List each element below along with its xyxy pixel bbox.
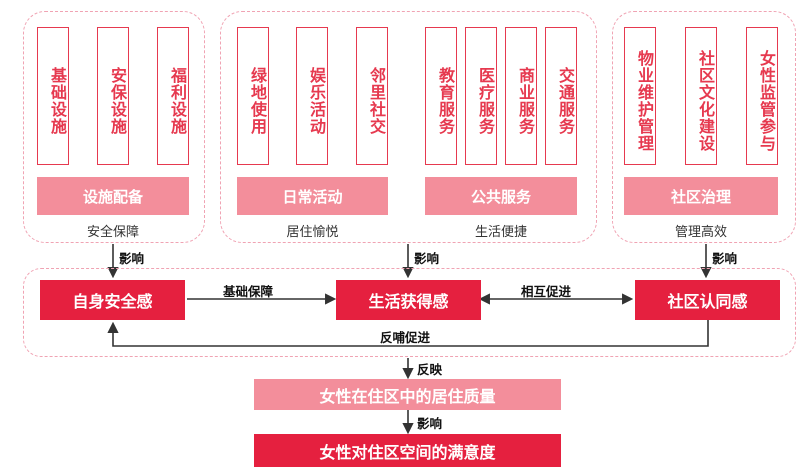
- category-facilities: 设施配备: [37, 177, 189, 215]
- caption-safety: 安全保障: [86, 225, 139, 240]
- category-public-services: 公共服务: [425, 177, 577, 215]
- label-mutual-promotion: 相互促进: [521, 284, 572, 299]
- item-security-facilities: 安保设施: [97, 27, 129, 165]
- group-life: [220, 11, 597, 243]
- bar-living-quality: 女性在住区中的居住质量: [254, 379, 561, 410]
- item-welfare-facilities: 福利设施: [157, 27, 189, 165]
- group-governance: [612, 11, 796, 243]
- item-commerce: 商业服务: [505, 27, 537, 165]
- caption-pleasure: 居住愉悦: [286, 225, 339, 240]
- influence-label-center: 影响: [414, 251, 440, 266]
- category-daily-activities: 日常活动: [237, 177, 388, 215]
- item-transport: 交通服务: [545, 27, 577, 165]
- box-community-identity: 社区认同感: [635, 280, 780, 320]
- caption-efficiency: 管理高效: [674, 225, 727, 240]
- label-feedback-promotion: 反哺促进: [380, 330, 431, 345]
- item-education: 教育服务: [425, 27, 457, 165]
- category-community-governance: 社区治理: [624, 177, 778, 215]
- influence-label-right: 影响: [712, 251, 738, 266]
- middle-band: [23, 268, 796, 357]
- influence-label-left: 影响: [119, 251, 145, 266]
- feedback-loop-arrow: [107, 320, 709, 347]
- caption-convenience: 生活便捷: [474, 225, 527, 240]
- item-neighbor-social: 邻里社交: [356, 27, 388, 165]
- label-reflect: 反映: [417, 362, 443, 377]
- box-self-safety: 自身安全感: [40, 280, 185, 320]
- item-community-culture: 社区文化建设: [685, 27, 717, 165]
- item-basic-facilities: 基础设施: [37, 27, 69, 165]
- label-basic-guarantee: 基础保障: [223, 284, 274, 299]
- label-influence-bottom: 影响: [417, 416, 443, 431]
- item-medical: 医疗服务: [465, 27, 497, 165]
- item-entertainment: 娱乐活动: [296, 27, 328, 165]
- group-safety: [23, 11, 205, 243]
- item-women-supervision: 女性监管参与: [746, 27, 778, 165]
- item-green-space: 绿地使用: [237, 27, 269, 165]
- bar-space-satisfaction: 女性对住区空间的满意度: [254, 434, 561, 467]
- item-property-management: 物业维护管理: [624, 27, 656, 165]
- box-life-gain: 生活获得感: [336, 280, 481, 320]
